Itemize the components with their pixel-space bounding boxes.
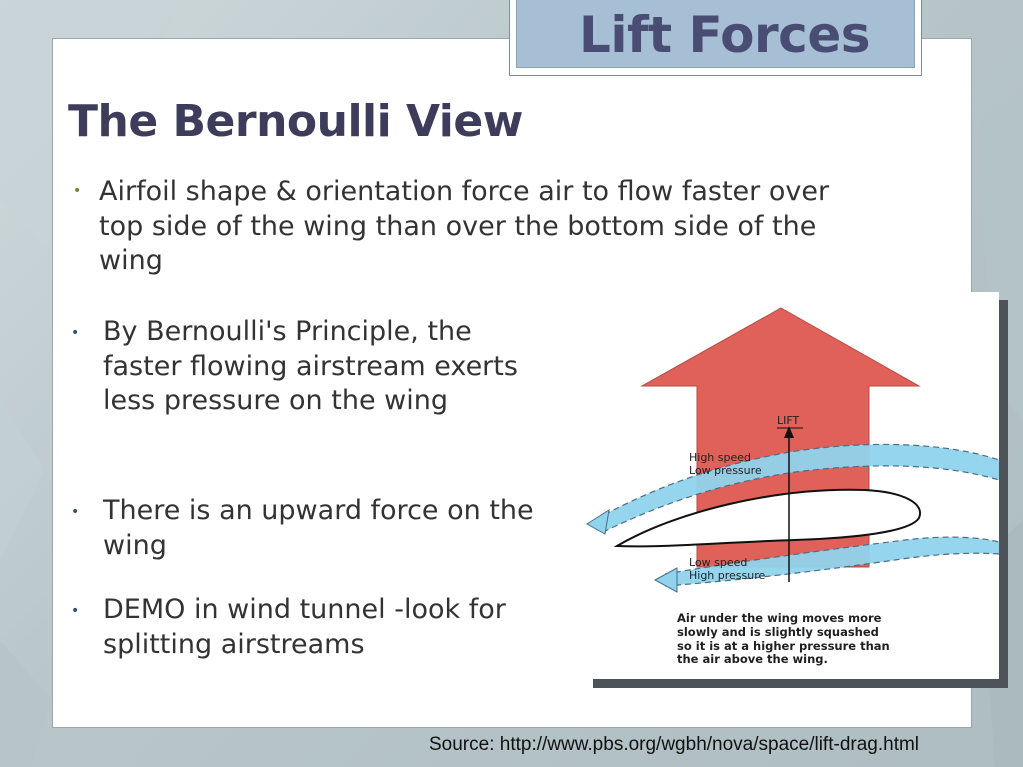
lift-vector-arrowhead [784, 426, 794, 438]
title-tab: Lift Forces [509, 0, 922, 76]
bullet-item-demo: • DEMO in wind tunnel -look for splittin… [71, 593, 563, 662]
lower-flow-arrowhead [653, 567, 678, 593]
high-speed-line: High speed [689, 451, 752, 464]
low-speed-line: Low speed [689, 556, 748, 569]
high-speed-label: High speed Low pressure [689, 451, 762, 477]
bullet-marker: • [71, 603, 80, 619]
bullet-text: There is an upward force on the wing [103, 495, 534, 561]
source-citation: Source: http://www.pbs.org/wgbh/nova/spa… [429, 734, 920, 755]
title-tab-panel: Lift Forces [516, 0, 915, 68]
upper-airstream [587, 444, 999, 532]
airfoil [613, 488, 922, 548]
bullet-item-airfoil: • Airfoil shape & orientation force air … [73, 175, 859, 279]
bullet-item-bernoulli: • By Bernoulli's Principle, the faster f… [71, 315, 553, 419]
bullet-text: By Bernoulli's Principle, the faster flo… [103, 316, 518, 417]
low-speed-label: Low speed High pressure [689, 556, 765, 582]
bullet-marker: • [73, 183, 82, 199]
lift-diagram-drawing [586, 307, 999, 593]
slide-title: Lift Forces [578, 5, 871, 64]
bullet-marker: • [71, 504, 80, 520]
lift-label: LIFT [777, 414, 800, 427]
figure-caption: Air under the wing moves more slowly and… [677, 611, 890, 667]
bullet-text: Airfoil shape & orientation force air to… [99, 176, 830, 277]
slide-heading: The Bernoulli View [68, 96, 523, 147]
bullet-text: DEMO in wind tunnel -look for splitting … [103, 594, 506, 660]
upper-airstream-edge [586, 443, 999, 525]
bullet-marker: • [71, 325, 80, 341]
lower-airstream [665, 537, 999, 586]
bullet-item-upward-force: • There is an upward force on the wing [71, 494, 563, 563]
low-pressure-line: Low pressure [689, 464, 762, 478]
lift-diagram-figure: LIFT High speed Low pressure Low speed H… [585, 292, 999, 679]
high-pressure-line: High pressure [689, 569, 766, 583]
upper-flow-arrowhead [586, 508, 610, 535]
